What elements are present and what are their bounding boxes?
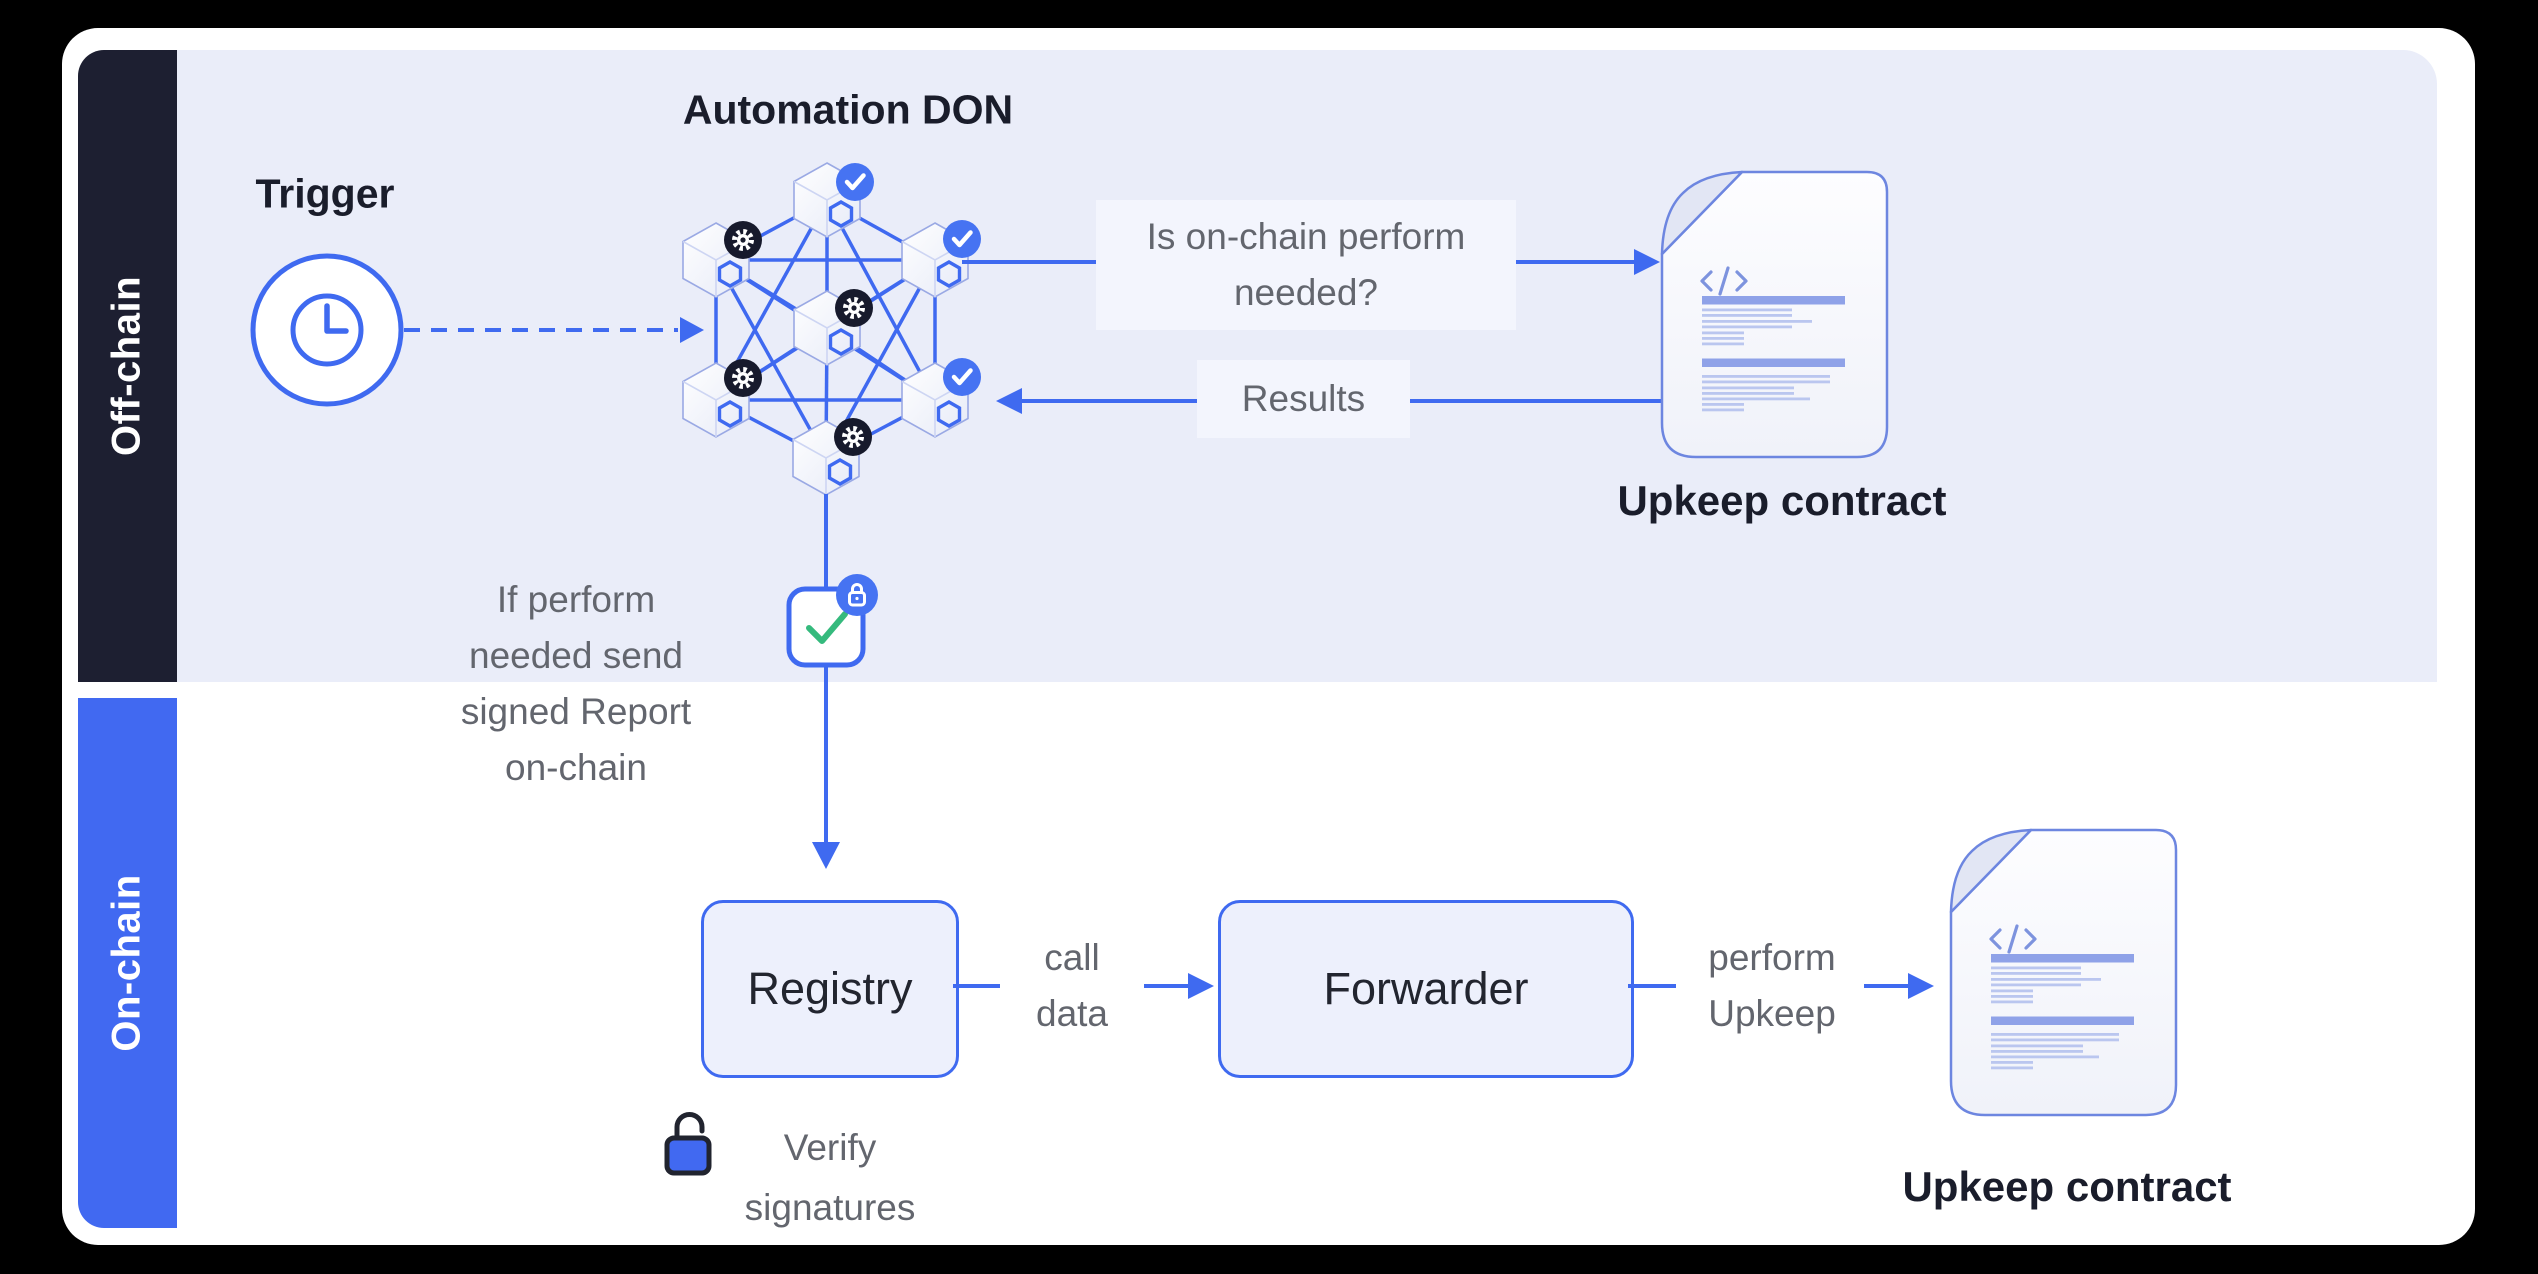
report-note: If perform needed send signed Report on-… [461, 572, 691, 796]
off-chain-sidebar [78, 50, 177, 682]
report-note-line: needed send [469, 635, 683, 676]
automation-don-title: Automation DON [682, 86, 1014, 133]
registry-box: Registry [701, 900, 959, 1078]
results-label: Results [1241, 378, 1366, 419]
perform-upkeep-line: Upkeep [1708, 993, 1836, 1034]
trigger-label: Trigger [255, 170, 395, 217]
upkeep-contract-label-bottom: Upkeep contract [1902, 1163, 2232, 1210]
upkeep-contract-label-top: Upkeep contract [1617, 477, 1947, 524]
report-note-line: signed Report [460, 691, 692, 732]
registry-label: Registry [747, 963, 913, 1014]
forwarder-box: Forwarder [1218, 900, 1634, 1078]
results-label-box: Results [1197, 360, 1410, 438]
off-chain-label: Off-chain [104, 275, 149, 457]
call-data-label: call data [1036, 930, 1108, 1042]
verify-line: signatures [744, 1187, 916, 1228]
question-line-2: needed? [1233, 272, 1379, 313]
question-label: Is on-chain perform needed? [1096, 200, 1516, 330]
call-data-line: data [1035, 993, 1109, 1034]
perform-upkeep-label: perform Upkeep [1708, 930, 1836, 1042]
verify-line: Verify [783, 1127, 877, 1168]
verify-signatures-label: Verify signatures [745, 1118, 916, 1238]
call-data-line: call [1044, 937, 1100, 978]
forwarder-label: Forwarder [1323, 963, 1529, 1014]
report-note-line: on-chain [505, 747, 647, 788]
perform-upkeep-line: perform [1708, 937, 1836, 978]
on-chain-sidebar [78, 698, 177, 1228]
report-note-line: If perform [496, 579, 656, 620]
on-chain-label: On-chain [104, 874, 149, 1052]
question-line-1: Is on-chain perform [1146, 216, 1466, 257]
